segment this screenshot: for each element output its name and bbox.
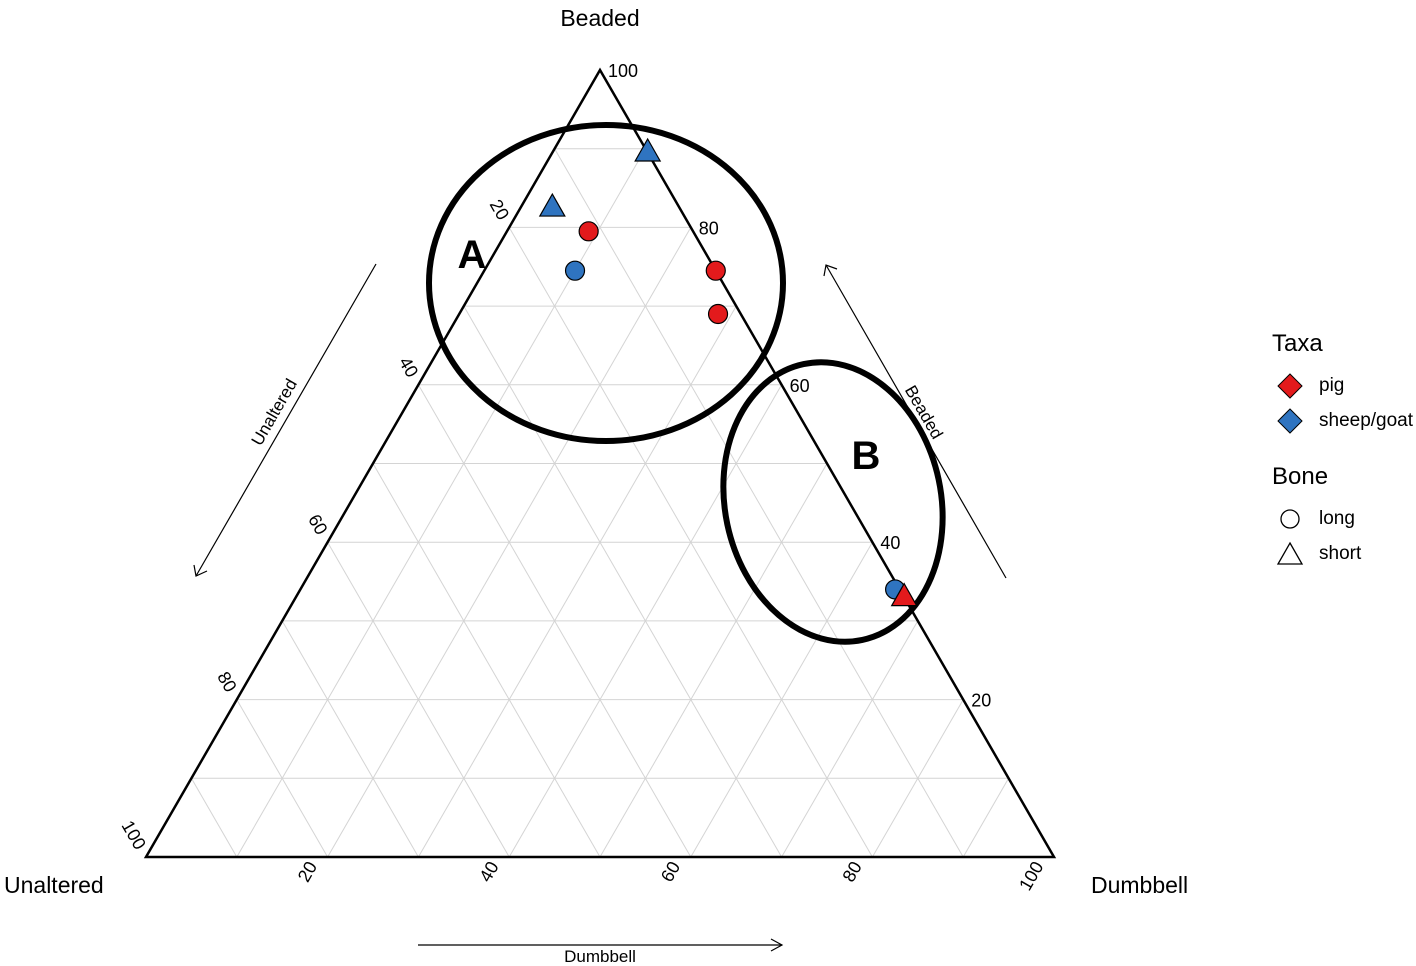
legend-title-bone: Bone [1272,463,1329,490]
corner-label-left: Unaltered [4,872,104,898]
tick-dumbbell-20: 20 [294,858,321,885]
pig-diamond-icon [1270,371,1310,401]
cluster-ellipses: AB [426,122,946,645]
legend-bone: Bone long short [1270,463,1416,571]
cluster-label-b: B [852,434,881,478]
grid-line-dumbbell-70 [781,620,919,858]
grid-line-dumbbell-90 [962,778,1010,858]
legend-taxa: Taxa pig sheep/goat [1270,330,1416,438]
corner-label-top: Beaded [560,5,639,31]
cluster-ellipse-a [426,122,786,444]
point-4-long [705,260,726,281]
bottom-axis-arrow: Dumbbell [418,938,784,966]
legend-title-taxa: Taxa [1272,330,1323,357]
bottom-axis-title: Dumbbell [564,947,636,966]
legend-label-sheep-goat: sheep/goat [1319,409,1414,431]
tick-beaded-100: 100 [608,61,638,81]
tick-beaded-40: 40 [880,533,900,553]
grid-line-unaltered-60 [327,541,510,858]
grid-line-unaltered-30 [463,305,783,858]
tick-beaded-60: 60 [790,376,810,396]
grid-line-dumbbell-50 [599,463,828,858]
grid-line-unaltered-10 [554,148,964,858]
tick-unaltered-20: 20 [486,196,513,223]
grid-line-dumbbell-60 [690,541,873,858]
sheep-goat-diamond-icon [1270,406,1310,436]
tick-dumbbell-80: 80 [839,858,866,885]
cluster-ellipse-b [720,359,946,645]
legend-label-short: short [1319,542,1362,564]
legend-item-sheep-goat: sheep/goat [1270,403,1416,438]
tick-dumbbell-40: 40 [475,858,502,885]
legend-item-short: short [1270,536,1416,571]
tick-unaltered-100: 100 [118,817,150,853]
legend-item-long: long [1270,501,1416,536]
left-axis-arrow: Unaltered [193,263,377,577]
point-0-short [634,137,662,162]
grid-line-dumbbell-10 [236,148,646,858]
data-points [538,137,918,607]
point-7-short [890,582,918,607]
point-3-long [564,260,586,281]
tick-beaded-20: 20 [971,691,991,711]
tick-dumbbell-100: 100 [1015,858,1047,894]
grid-line-unaltered-90 [190,778,238,858]
tick-labels: 20 40 60 80 100 20 40 60 80 100 20 40 60 80 100 [118,61,1048,894]
tick-dumbbell-60: 60 [657,858,684,885]
triangle-frame [143,67,1057,859]
legend-label-long: long [1319,507,1355,529]
tick-beaded-80: 80 [699,218,719,238]
left-axis-title: Unaltered [248,376,301,449]
point-2-long [578,221,599,242]
grid-lines [190,148,1010,858]
long-circle-icon [1270,504,1310,534]
tick-unaltered-40: 40 [395,353,422,380]
corner-label-right: Dumbbell [1091,872,1188,898]
tick-unaltered-60: 60 [304,511,331,538]
point-5-long [707,303,729,325]
grid-line-unaltered-70 [281,620,419,858]
grid-line-dumbbell-30 [417,305,737,858]
legend: Taxa pig sheep/goat Bone long short [1270,330,1416,596]
grid-line-dumbbell-80 [871,699,964,858]
grid-line-unaltered-50 [372,463,601,858]
cluster-label-a: A [458,233,487,277]
short-triangle-icon [1270,539,1310,569]
legend-label-pig: pig [1319,374,1345,396]
tick-unaltered-80: 80 [213,668,240,695]
point-1-short [538,192,566,217]
legend-item-pig: pig [1270,368,1416,403]
grid-line-unaltered-80 [236,699,329,858]
